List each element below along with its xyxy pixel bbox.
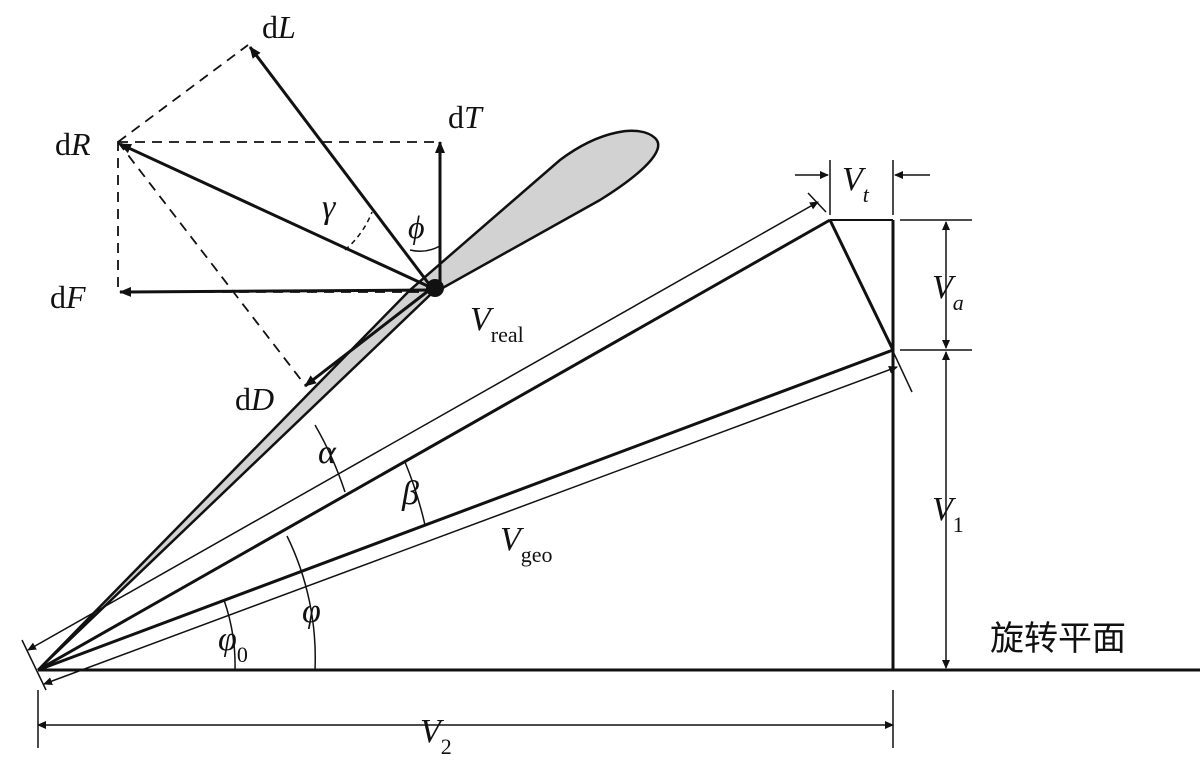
v-geo-line: [37, 348, 894, 672]
label-v-geo: Vgeo: [500, 521, 553, 567]
label-v1: V1: [932, 491, 964, 537]
label-v-real: Vreal: [470, 301, 524, 347]
label-phi-force: ϕ: [408, 209, 425, 245]
label-dL: dL: [262, 9, 296, 45]
label-gamma: γ: [322, 189, 337, 226]
label-rotation-plane: 旋转平面: [990, 619, 1126, 659]
label-v2: V2: [420, 713, 452, 759]
dim-tick-left: [21, 639, 47, 691]
dR-dL-dashed: [117, 44, 249, 143]
v-geo-dim-line: [43, 366, 898, 685]
gamma-arc: [344, 211, 373, 251]
dD-arrow: [304, 286, 433, 388]
label-phi0: φ0: [218, 621, 248, 667]
phi-force-arc: [409, 245, 441, 252]
dF-arrow: [119, 286, 433, 297]
dim-tick-right: [889, 344, 913, 393]
closing-line: [828, 219, 895, 351]
pivot-point: [426, 279, 444, 297]
beta-arc: [404, 461, 426, 526]
phi-arc: [286, 535, 317, 671]
phi0-arc: [223, 599, 236, 671]
v-real-dim-line: [27, 201, 819, 651]
label-phi: φ: [302, 593, 321, 630]
label-vt: Vt: [842, 161, 870, 207]
label-va: Va: [932, 269, 964, 315]
dim-tick-top: [807, 192, 827, 213]
dR-dD-dashed: [117, 141, 306, 386]
alpha-arc: [314, 424, 346, 493]
blade-airfoil: [37, 129, 660, 671]
label-dT: dT: [448, 99, 484, 135]
label-beta: β: [401, 475, 419, 512]
label-alpha: α: [318, 434, 337, 471]
dR-arrow: [119, 142, 433, 290]
label-dD: dD: [235, 381, 274, 417]
label-dR: dR: [55, 126, 91, 162]
label-dF: dF: [50, 279, 86, 315]
dL-arrow: [248, 46, 434, 289]
